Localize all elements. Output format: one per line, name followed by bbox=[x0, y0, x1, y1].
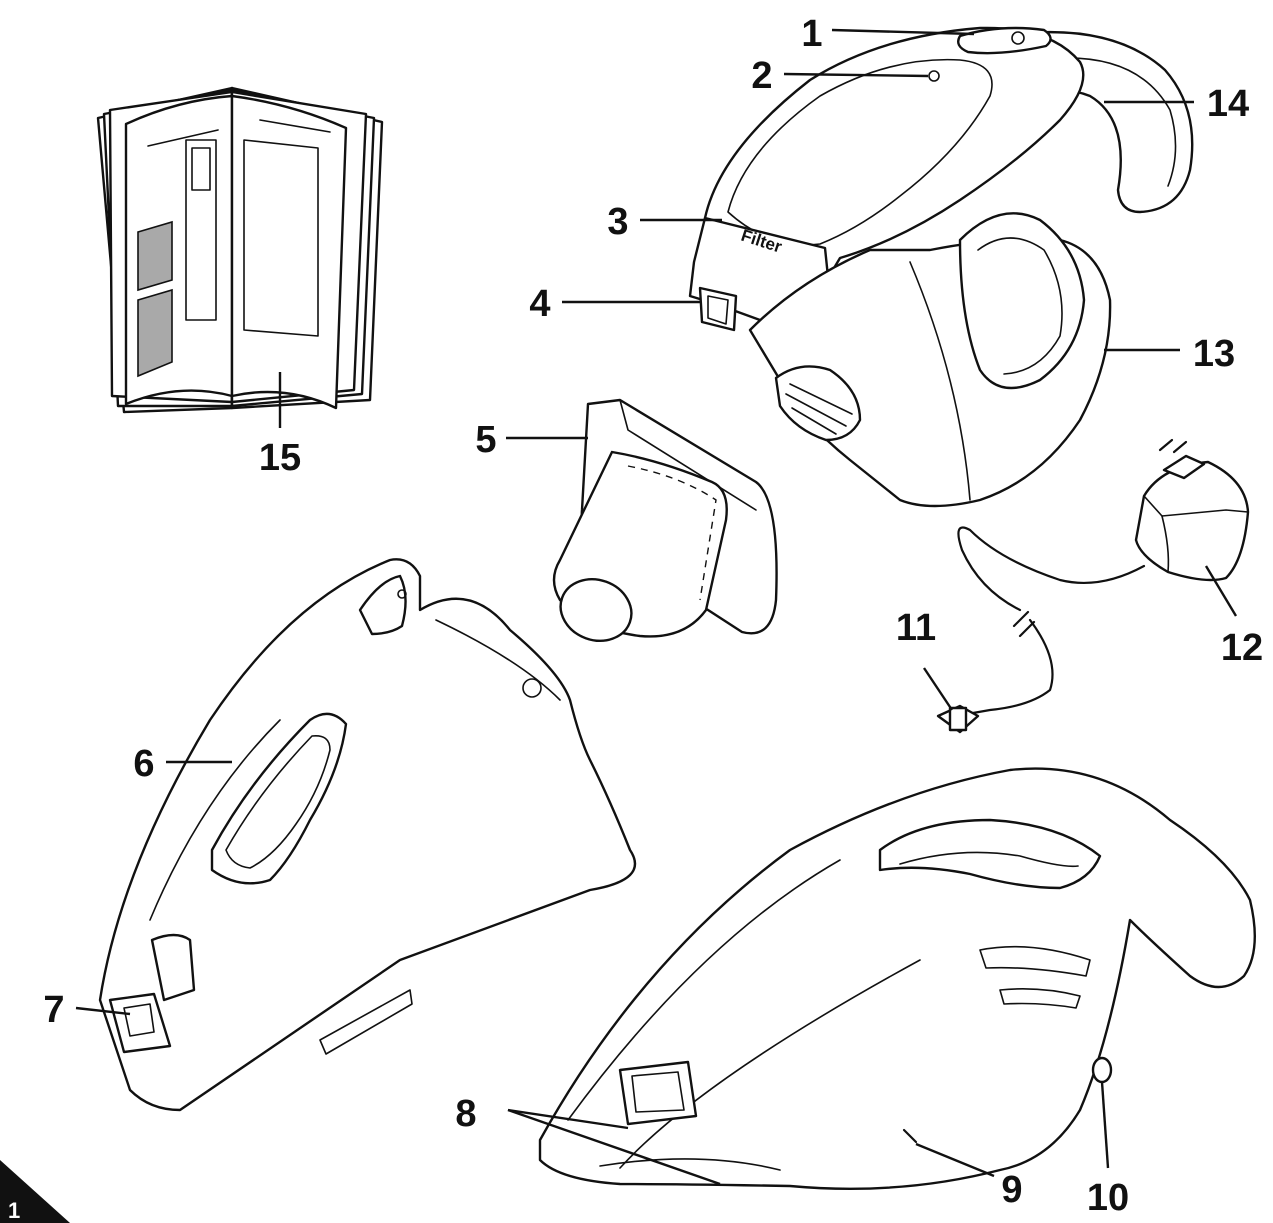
leader-11 bbox=[923, 667, 953, 711]
callout-14: 14 bbox=[1207, 83, 1249, 125]
leader-10 bbox=[1100, 1081, 1110, 1169]
leader-2 bbox=[783, 72, 929, 78]
callout-9: 9 bbox=[1001, 1169, 1022, 1211]
callout-2: 2 bbox=[751, 55, 772, 97]
callout-4: 4 bbox=[529, 283, 550, 325]
figure-number: 1 bbox=[8, 1198, 20, 1223]
callout-1: 1 bbox=[801, 13, 822, 55]
charger-adapter-icon bbox=[936, 438, 1250, 734]
figure-number-tag: 1 bbox=[0, 1160, 70, 1223]
leader-12 bbox=[1204, 565, 1238, 617]
callout-15: 15 bbox=[259, 437, 301, 479]
instruction-manual-icon bbox=[96, 86, 384, 414]
callout-13: 13 bbox=[1193, 333, 1235, 375]
callout-6: 6 bbox=[133, 743, 154, 785]
callout-8: 8 bbox=[455, 1093, 476, 1135]
callout-7: 7 bbox=[43, 989, 64, 1031]
leader-8b bbox=[507, 1108, 721, 1186]
leader-8a bbox=[507, 1108, 629, 1130]
callout-12: 12 bbox=[1221, 627, 1263, 669]
handheld-vacuum-side-icon bbox=[538, 767, 1256, 1190]
handheld-vacuum-top-icon: Filter bbox=[688, 26, 1194, 508]
callout-11: 11 bbox=[896, 607, 936, 649]
callout-3: 3 bbox=[607, 201, 628, 243]
leader-1 bbox=[831, 28, 975, 36]
crevice-nozzle-icon bbox=[552, 398, 778, 642]
dust-container-icon bbox=[98, 558, 637, 1112]
callout-5: 5 bbox=[475, 419, 496, 461]
leader-9 bbox=[915, 1142, 995, 1178]
leader-7 bbox=[75, 1006, 131, 1016]
callout-10: 10 bbox=[1087, 1177, 1129, 1219]
